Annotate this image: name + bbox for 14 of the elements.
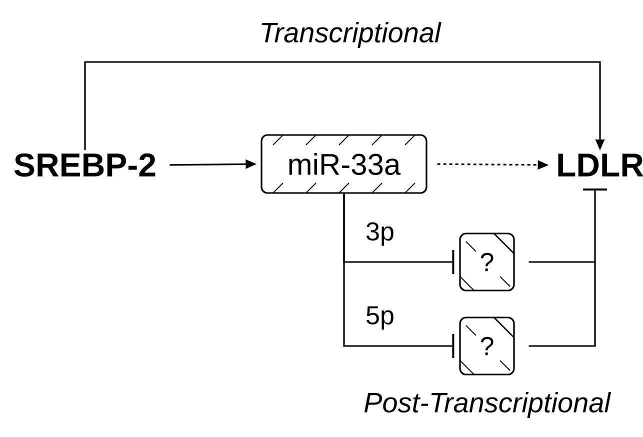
mirna-box: miR-33a [260,134,428,194]
connector-line [528,262,596,347]
inhibition-arrow [583,188,607,262]
unknown-box: ? [459,316,515,376]
edge-label: Transcriptional [262,22,442,48]
arrow [343,194,454,358]
gene-label: SREBP-2 [14,153,156,177]
annotation-label: Post-Transcriptional [364,392,612,418]
edge-label: 5p [366,306,394,330]
arrow [84,61,605,150]
edge-label: 3p [366,222,394,246]
connector-line [528,261,595,263]
unknown-box: ? [459,232,515,292]
gene-label: LDLR [558,154,643,176]
